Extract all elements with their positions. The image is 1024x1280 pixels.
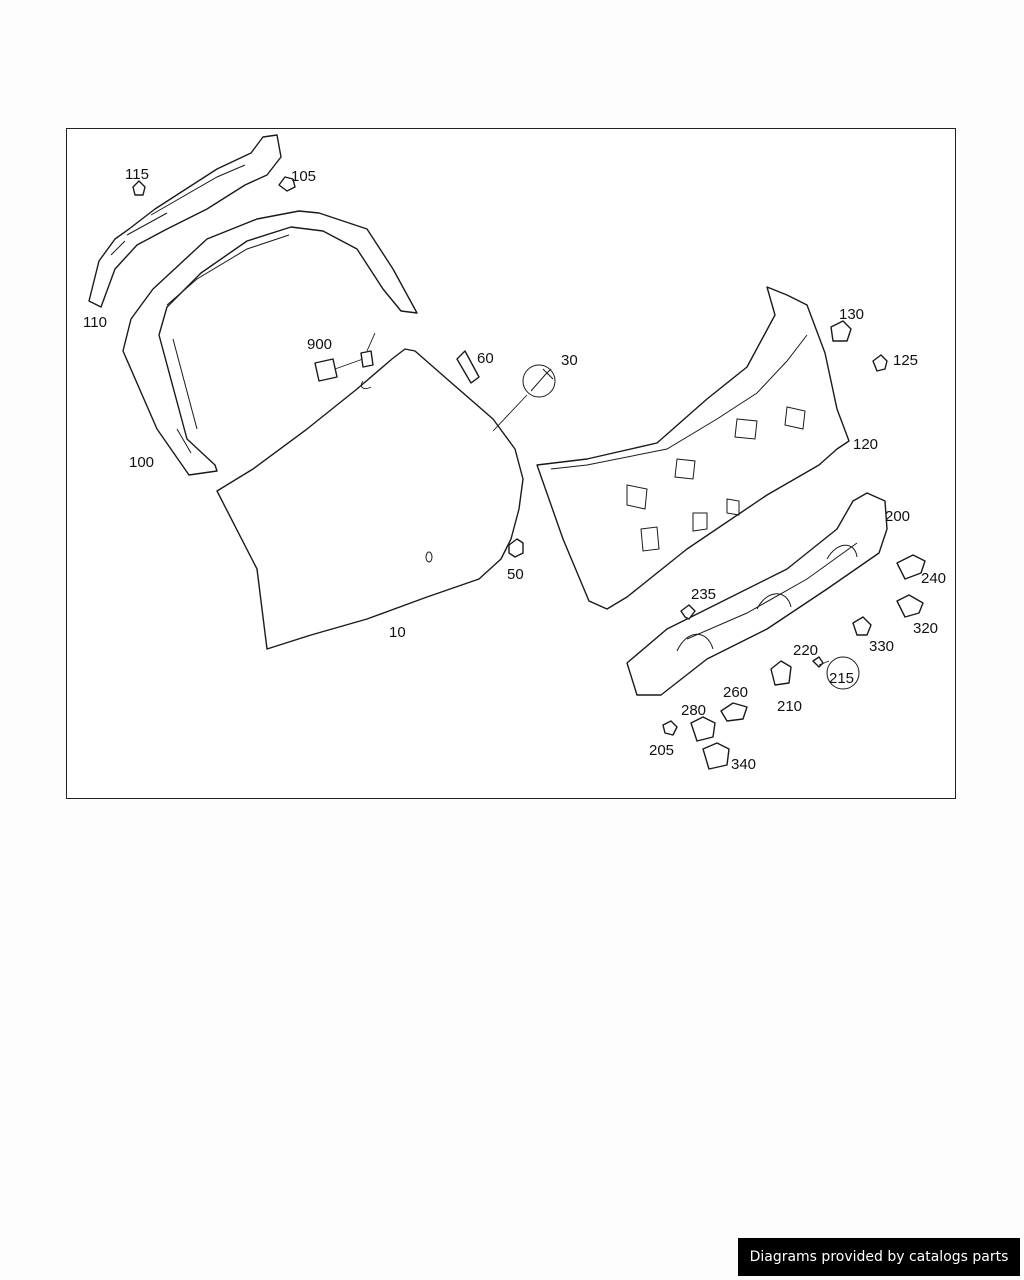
part-105-clip bbox=[278, 176, 296, 192]
callout-100: 100 bbox=[129, 454, 154, 471]
callout-105: 105 bbox=[291, 168, 316, 185]
part-115-clip bbox=[132, 180, 146, 196]
callout-220: 220 bbox=[793, 642, 818, 659]
parts-diagram-frame: 115 105 110 100 900 60 30 10 50 130 125 … bbox=[66, 128, 956, 799]
callout-130: 130 bbox=[839, 306, 864, 323]
callout-280: 280 bbox=[681, 702, 706, 719]
callout-125: 125 bbox=[893, 352, 918, 369]
parts-diagram: 115 105 110 100 900 60 30 10 50 130 125 … bbox=[83, 134, 946, 773]
part-110-trim-strip bbox=[88, 134, 282, 308]
callout-900: 900 bbox=[307, 336, 332, 353]
callout-120: 120 bbox=[853, 436, 878, 453]
part-330-latch bbox=[852, 616, 872, 636]
part-210-camera bbox=[770, 660, 792, 686]
part-215-lamp-symbol bbox=[818, 656, 860, 690]
callout-115: 115 bbox=[125, 166, 149, 183]
part-100-frame bbox=[122, 210, 418, 476]
part-30-tool-symbol bbox=[492, 364, 556, 432]
callout-235: 235 bbox=[691, 586, 716, 603]
diagram-credit-banner: Diagrams provided by catalogs parts bbox=[738, 1238, 1020, 1276]
part-280-switch bbox=[690, 716, 716, 742]
callout-260: 260 bbox=[723, 684, 748, 701]
callout-340: 340 bbox=[731, 756, 756, 773]
part-340-camera bbox=[702, 742, 730, 770]
part-50-spacer bbox=[508, 538, 524, 558]
callout-50: 50 bbox=[507, 566, 524, 583]
part-120-tailgate-panel bbox=[536, 286, 850, 610]
callout-240: 240 bbox=[921, 570, 946, 587]
callout-200: 200 bbox=[885, 508, 910, 525]
callout-10: 10 bbox=[389, 624, 406, 641]
callout-215: 215 bbox=[829, 670, 854, 687]
part-235-hook bbox=[680, 604, 696, 620]
part-240-switch bbox=[896, 554, 926, 580]
callout-60: 60 bbox=[477, 350, 494, 367]
part-125-clip bbox=[872, 354, 888, 372]
callout-320: 320 bbox=[913, 620, 938, 637]
callout-210: 210 bbox=[777, 698, 802, 715]
part-260-lamp bbox=[720, 702, 748, 722]
part-10-rear-window bbox=[216, 348, 524, 650]
part-320-switch bbox=[896, 594, 924, 618]
part-60-strip bbox=[456, 350, 480, 384]
callout-330: 330 bbox=[869, 638, 894, 655]
part-900-sensor bbox=[314, 332, 376, 390]
part-130-bracket bbox=[830, 320, 852, 342]
callout-110: 110 bbox=[83, 314, 107, 331]
part-205-clip bbox=[662, 720, 678, 736]
callout-30: 30 bbox=[561, 352, 578, 369]
callout-205: 205 bbox=[649, 742, 674, 759]
part-200-lower-trim bbox=[626, 492, 888, 696]
